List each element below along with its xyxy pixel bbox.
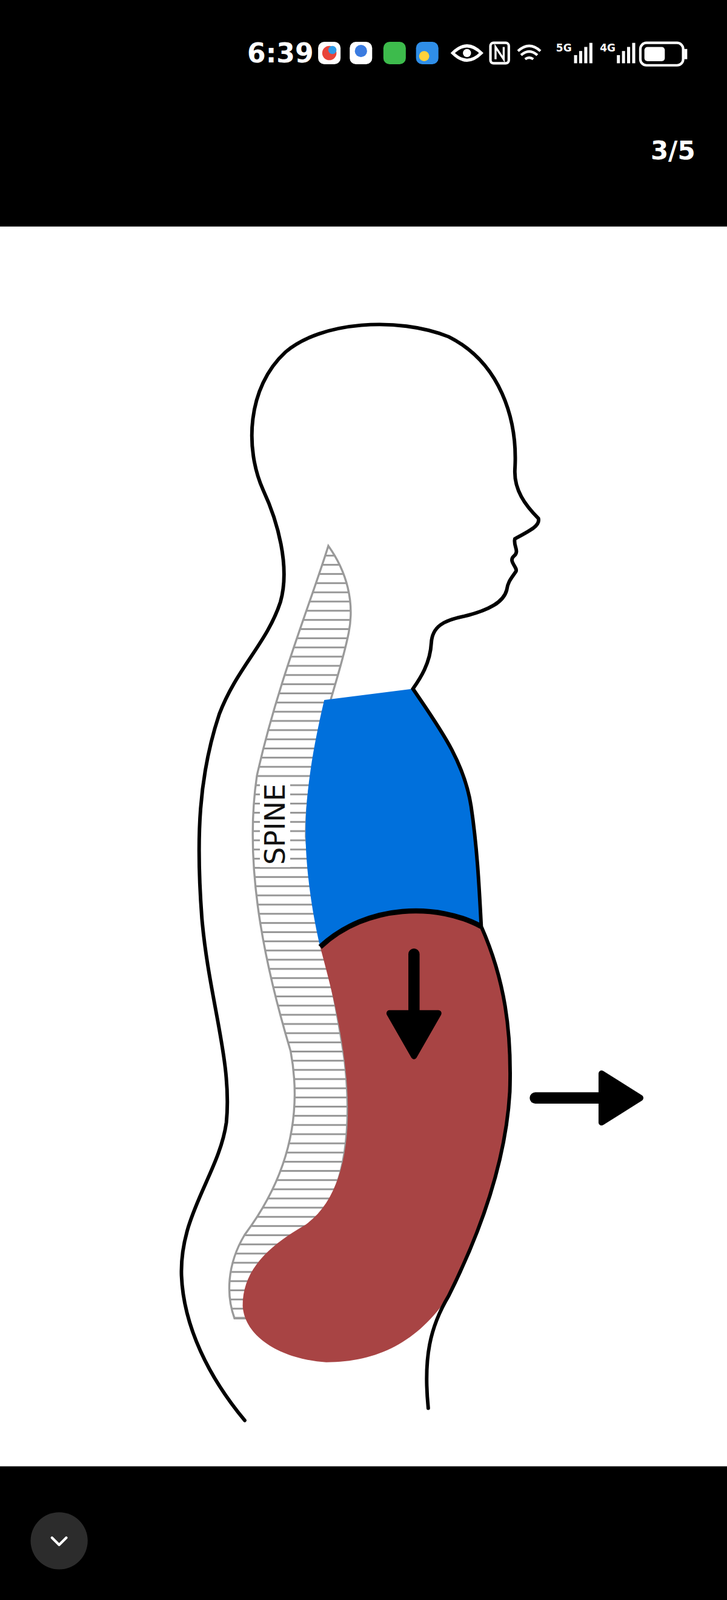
spine-label: SPINE bbox=[259, 780, 291, 867]
status-time: 6:39 bbox=[244, 38, 316, 68]
body-outline bbox=[181, 324, 539, 1420]
network-label: 4G bbox=[597, 41, 618, 55]
collapse-button bbox=[30, 1511, 88, 1569]
right-arrow bbox=[535, 1072, 641, 1123]
network-label: 5G bbox=[553, 41, 575, 55]
bottom-bar bbox=[0, 1465, 727, 1600]
page-counter: 3/5 bbox=[648, 136, 698, 165]
top-bar bbox=[0, 0, 727, 227]
abdomen-region bbox=[242, 910, 511, 1362]
down-arrow bbox=[389, 953, 439, 1056]
chest-region bbox=[305, 688, 482, 947]
diaphragm-line bbox=[319, 910, 482, 947]
status-icons bbox=[318, 41, 688, 66]
